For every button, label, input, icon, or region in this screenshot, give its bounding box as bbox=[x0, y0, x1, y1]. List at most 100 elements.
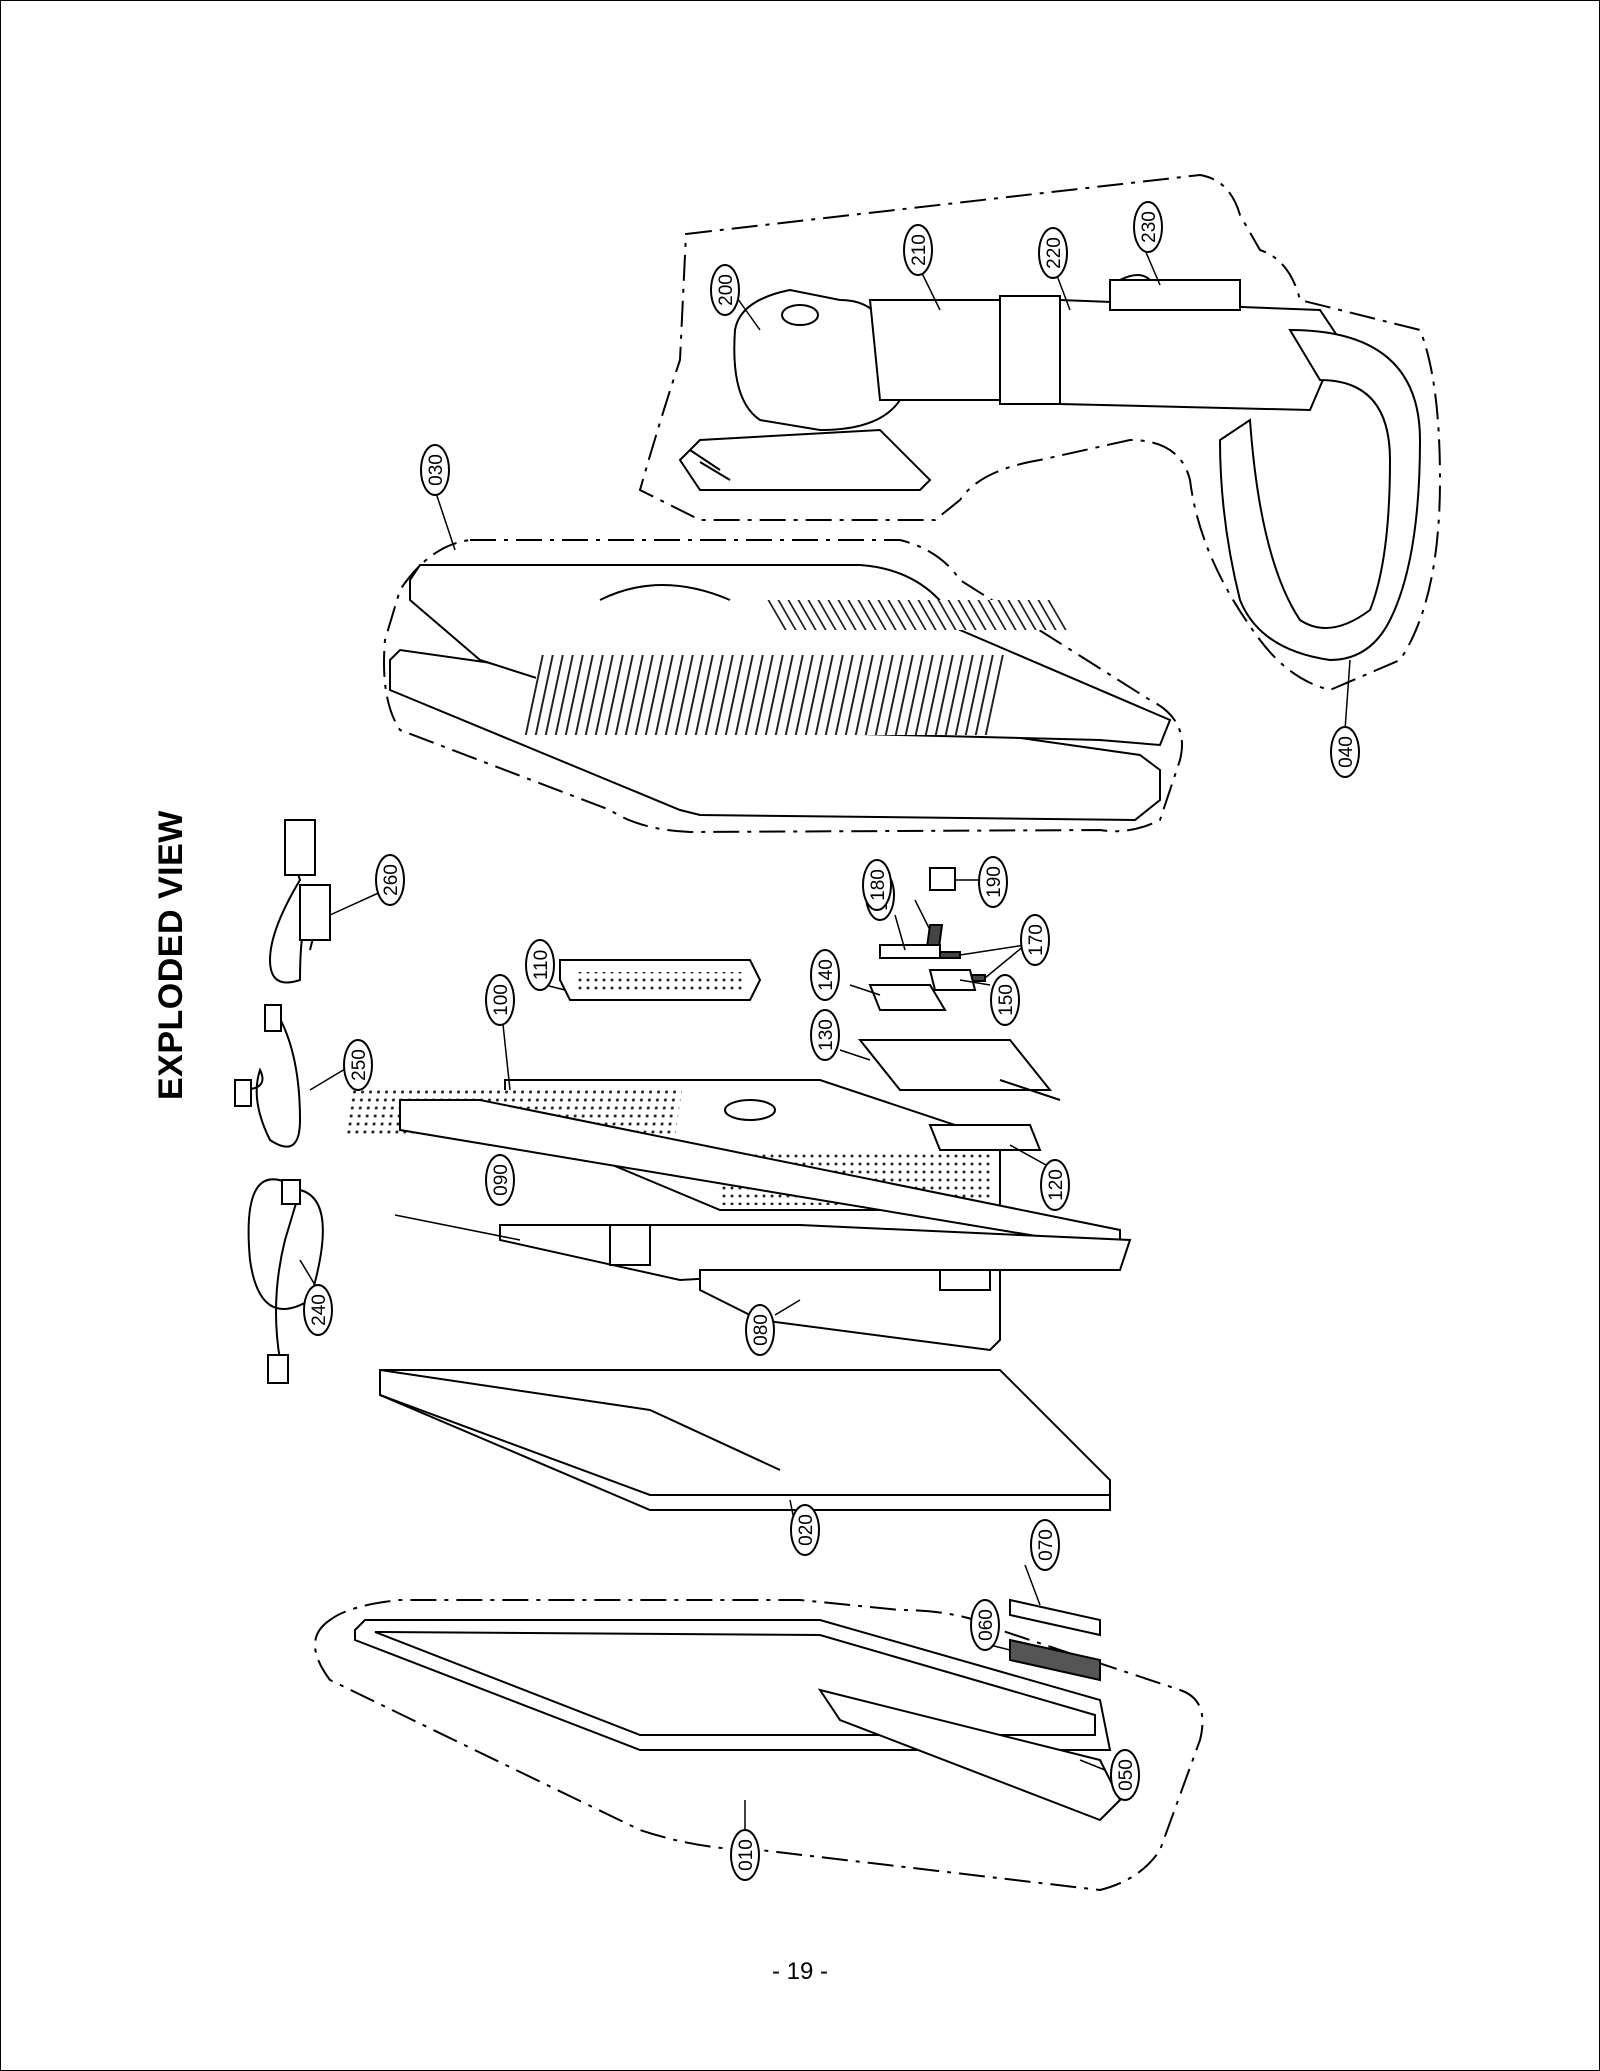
callout-oval bbox=[810, 1009, 840, 1061]
callout-110: 110 bbox=[525, 939, 555, 991]
callout-oval bbox=[810, 949, 840, 1001]
cables bbox=[234, 819, 331, 1384]
callout-label: 230 bbox=[1139, 211, 1160, 243]
callout-030: 030 bbox=[420, 444, 450, 496]
cable-250 bbox=[239, 1009, 302, 1148]
callout-060: 060 bbox=[970, 1599, 1000, 1651]
callout-label: 020 bbox=[796, 1514, 817, 1546]
callout-120: 120 bbox=[1040, 1159, 1070, 1211]
stand-arm-210 bbox=[868, 299, 1011, 401]
lcd-panel bbox=[379, 1369, 1111, 1511]
callout-oval bbox=[790, 1504, 820, 1556]
callout-oval bbox=[1038, 227, 1068, 279]
callout-label: 030 bbox=[426, 454, 447, 486]
callout-150: 150 bbox=[990, 974, 1020, 1026]
callout-oval bbox=[730, 1829, 760, 1881]
callout-label: 240 bbox=[309, 1294, 330, 1326]
callout-label: 130 bbox=[816, 1019, 837, 1051]
rear-cover-assembly bbox=[383, 539, 1183, 834]
callouts: 010 020 030 040 050 060 070 080 090 100 110 120 130 1… bbox=[303, 201, 1360, 1881]
callout-oval bbox=[525, 939, 555, 991]
callout-label: 140 bbox=[816, 959, 837, 991]
part-170a bbox=[939, 951, 961, 959]
callout-label: 100 bbox=[491, 984, 512, 1016]
callout-label: 010 bbox=[736, 1839, 757, 1871]
part-140 bbox=[868, 984, 947, 1011]
part-190 bbox=[929, 867, 956, 891]
callout-220: 220 bbox=[1038, 227, 1068, 279]
callout-140: 140 bbox=[810, 949, 840, 1001]
callout-label: 050 bbox=[1116, 1759, 1137, 1791]
callout-label: 110 bbox=[531, 950, 552, 980]
callout-050: 050 bbox=[1110, 1749, 1140, 1801]
callout-100: 100 bbox=[485, 974, 515, 1026]
page-number: - 19 - bbox=[771, 1958, 828, 1985]
callout-label: 190 bbox=[984, 866, 1005, 898]
callout-label: 070 bbox=[1036, 1529, 1057, 1561]
small-parts bbox=[857, 867, 1061, 1101]
callout-oval bbox=[990, 974, 1020, 1026]
board-120 bbox=[928, 1124, 1042, 1151]
callout-oval bbox=[1030, 1519, 1060, 1571]
callout-oval bbox=[485, 1154, 515, 1206]
callout-oval bbox=[1040, 1159, 1070, 1211]
boards bbox=[499, 1224, 1132, 1352]
bezel-strip-050 bbox=[817, 1688, 1122, 1822]
part-130 bbox=[857, 1039, 1053, 1091]
callout-250: 250 bbox=[343, 1039, 373, 1091]
callout-label: 120 bbox=[1046, 1169, 1067, 1201]
callout-oval bbox=[303, 1284, 333, 1336]
callout-230: 230 bbox=[1133, 201, 1163, 253]
callout-oval bbox=[1110, 1749, 1140, 1801]
callout-130: 130 bbox=[810, 1009, 840, 1061]
callout-oval bbox=[970, 1599, 1000, 1651]
stand-assembly bbox=[638, 173, 1442, 692]
callout-260: 260 bbox=[375, 854, 405, 906]
callout-010: 010 bbox=[730, 1829, 760, 1881]
lcd-panel-020 bbox=[379, 1369, 1111, 1511]
callout-190: 190 bbox=[978, 856, 1008, 908]
callout-label: 250 bbox=[349, 1049, 370, 1081]
callout-label: 080 bbox=[751, 1314, 772, 1346]
callout-label: 180 bbox=[868, 869, 889, 901]
callout-240: 240 bbox=[303, 1284, 333, 1336]
stand-uarm-040 bbox=[1218, 328, 1422, 662]
lens-070 bbox=[1009, 1598, 1101, 1637]
stand-sleeve-220 bbox=[999, 295, 1061, 405]
callout-oval bbox=[420, 444, 450, 496]
stand-base bbox=[678, 428, 932, 491]
callout-oval bbox=[1020, 914, 1050, 966]
callout-oval bbox=[710, 264, 740, 316]
page-title: EXPLODED VIEW bbox=[152, 810, 190, 1100]
callout-080: 080 bbox=[745, 1304, 775, 1356]
part-150 bbox=[928, 969, 977, 991]
front-bezel-assembly bbox=[314, 1598, 1204, 1892]
stand-clip-230 bbox=[1109, 279, 1241, 311]
callout-oval bbox=[862, 859, 892, 911]
callout-oval bbox=[978, 856, 1008, 908]
rear-cover-group-boundary bbox=[383, 539, 1183, 834]
callout-210: 210 bbox=[903, 224, 933, 276]
callout-oval bbox=[745, 1304, 775, 1356]
callout-040: 040 bbox=[1330, 726, 1360, 778]
shield-assembly bbox=[345, 959, 1121, 1252]
board-080 bbox=[699, 1269, 1001, 1352]
callout-label: 200 bbox=[716, 274, 737, 306]
callout-170: 170 bbox=[1020, 914, 1050, 966]
callout-020: 020 bbox=[790, 1504, 820, 1556]
stand-group-boundary bbox=[638, 173, 1442, 692]
callout-label: 220 bbox=[1044, 237, 1065, 269]
callout-oval bbox=[343, 1039, 373, 1091]
callout-oval bbox=[1133, 201, 1163, 253]
callout-label: 060 bbox=[976, 1609, 997, 1641]
key-board-060 bbox=[1009, 1638, 1101, 1682]
callout-200: 200 bbox=[710, 264, 740, 316]
callout-label: 210 bbox=[909, 234, 930, 266]
callout-090: 090 bbox=[485, 1154, 515, 1206]
callout-oval bbox=[903, 224, 933, 276]
callout-label: 150 bbox=[996, 984, 1017, 1016]
callout-label: 170 bbox=[1026, 924, 1047, 956]
callout-070: 070 bbox=[1030, 1519, 1060, 1571]
callout-180: 180 bbox=[862, 859, 892, 911]
